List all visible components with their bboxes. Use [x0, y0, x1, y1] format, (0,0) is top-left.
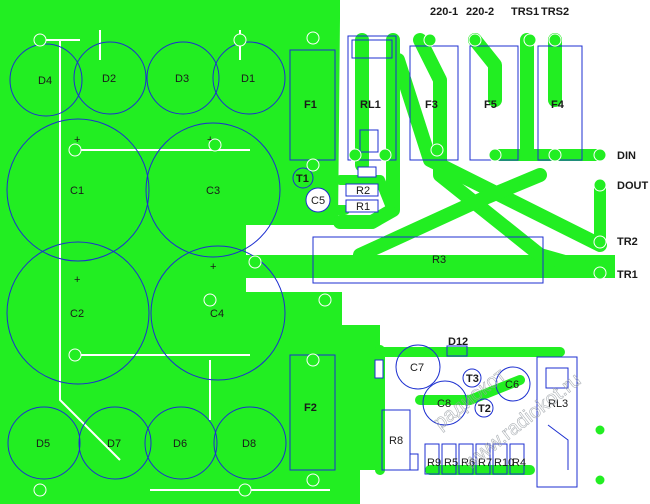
svg-text:F2: F2: [304, 402, 317, 414]
svg-text:D7: D7: [107, 438, 121, 450]
svg-text:+: +: [210, 261, 216, 273]
svg-text:D3: D3: [175, 73, 189, 85]
svg-text:R2: R2: [356, 185, 370, 197]
svg-text:F4: F4: [551, 99, 565, 111]
svg-text:T2: T2: [478, 403, 491, 415]
svg-text:T3: T3: [466, 373, 479, 385]
header-label-220-1: 220-1: [430, 6, 458, 18]
resistor-R1: [345, 199, 379, 213]
svg-text:+: +: [74, 274, 80, 286]
diode-D2: [73, 41, 147, 115]
connector-tr1: TR1: [617, 269, 638, 281]
svg-text:F5: F5: [484, 99, 497, 111]
cap-C3: [145, 122, 281, 258]
fuse-F4: [537, 45, 583, 161]
svg-text:C5: C5: [311, 195, 325, 207]
diode-D1: [212, 41, 286, 115]
svg-text:T1: T1: [296, 173, 309, 185]
smd-part-2: [409, 453, 419, 471]
connector-dout: DOUT: [617, 180, 648, 192]
svg-text:+: +: [74, 134, 80, 146]
fuse-F3: [409, 45, 459, 161]
connector-din: DIN: [617, 150, 636, 162]
resistor-R8: [381, 409, 411, 471]
traces: [305, 33, 607, 475]
header-label-trs1: TRS1: [511, 6, 539, 18]
resistor-R6: [458, 443, 474, 475]
resistor-R9: [424, 443, 440, 475]
diode-D8: [213, 406, 287, 480]
diode-D7: [78, 406, 152, 480]
svg-text:R7: R7: [478, 457, 492, 469]
connector-labels: DIN DOUT TR2 TR1: [617, 150, 648, 281]
transistor-T3: [462, 368, 482, 388]
pads: [33, 31, 607, 497]
transistor-T1: [292, 167, 314, 189]
diodes: [7, 41, 287, 480]
cap-C1: [6, 118, 150, 262]
small-resistors: [345, 183, 525, 475]
smd-part: [374, 359, 384, 379]
diode-small: [357, 166, 377, 178]
relay-RL1: [347, 35, 397, 161]
resistor-R7: [475, 443, 491, 475]
cap-C6: [495, 366, 531, 402]
connector-tr2: TR2: [617, 236, 638, 248]
svg-text:R3: R3: [432, 254, 446, 266]
component-labels: D4 D2 D3 D1 D5 D7 D6 D8 C1 C3 C2 C4 C5 C…: [36, 73, 568, 469]
relay-RL3: [536, 356, 578, 488]
svg-text:R1: R1: [356, 201, 370, 213]
svg-text:D12: D12: [448, 336, 468, 348]
diode-D3: [146, 41, 220, 115]
small-components: [292, 166, 531, 471]
isolation-lines: [40, 30, 330, 491]
resistor-R3: [312, 236, 544, 284]
svg-text:RL3: RL3: [548, 398, 568, 410]
resistor-R4: [509, 443, 525, 475]
capacitors-large: + + + +: [6, 118, 286, 385]
svg-text:C2: C2: [70, 308, 84, 320]
header-labels: 220-1 220-2 TRS1 TRS2: [430, 6, 569, 18]
svg-text:D1: D1: [241, 73, 255, 85]
svg-text:R10: R10: [494, 457, 514, 469]
svg-text:C1: C1: [70, 185, 84, 197]
header-label-220-2: 220-2: [466, 6, 494, 18]
svg-text:RL1: RL1: [360, 99, 381, 111]
cap-C7: [395, 344, 441, 390]
svg-text:R9: R9: [427, 457, 441, 469]
svg-text:D6: D6: [173, 438, 187, 450]
diode-D6: [144, 406, 218, 480]
svg-text:+: +: [207, 134, 213, 146]
transistor-T2: [474, 398, 494, 418]
cap-C5: [305, 187, 331, 213]
svg-text:C6: C6: [505, 379, 519, 391]
relay-symbols: [351, 39, 569, 470]
svg-text:R6: R6: [461, 457, 475, 469]
diode-D12: [446, 345, 468, 357]
resistor-R10: [492, 443, 508, 475]
cap-C4: [150, 245, 286, 381]
cap-C2: [6, 241, 150, 385]
svg-text:F3: F3: [425, 99, 438, 111]
svg-text:C4: C4: [210, 308, 224, 320]
svg-text:D4: D4: [38, 75, 52, 87]
svg-text:R4: R4: [512, 457, 526, 469]
resistor-R2: [345, 183, 379, 197]
diode-D5: [7, 406, 81, 480]
svg-text:D8: D8: [242, 438, 256, 450]
svg-text:F1: F1: [304, 99, 317, 111]
svg-text:C7: C7: [410, 362, 424, 374]
resistor-R5: [441, 443, 457, 475]
svg-text:C3: C3: [206, 185, 220, 197]
svg-text:D5: D5: [36, 438, 50, 450]
header-label-trs2: TRS2: [541, 6, 569, 18]
cap-C8: [422, 380, 468, 426]
diode-D4: [9, 43, 83, 117]
svg-text:R8: R8: [389, 435, 403, 447]
svg-text:R5: R5: [444, 457, 458, 469]
svg-text:C8: C8: [437, 398, 451, 410]
svg-text:D2: D2: [102, 73, 116, 85]
